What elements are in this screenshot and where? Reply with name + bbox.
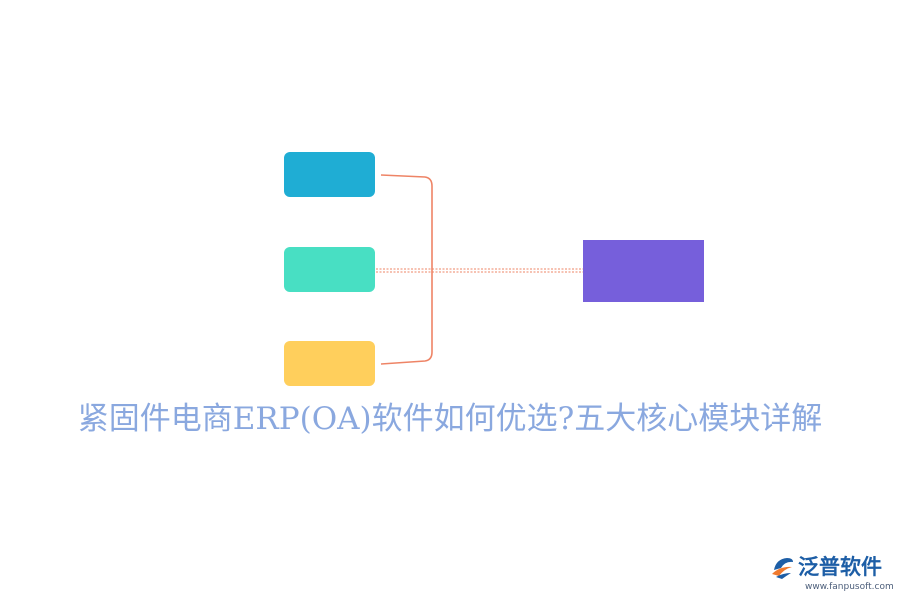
page-title: 紧固件电商ERP(OA)软件如何优选?五大核心模块详解 [77,401,823,437]
node-teal [284,247,375,292]
fanpu-logo-icon [772,558,793,579]
brand-logo: 泛普软件 www.fanpusoft.com [770,552,895,594]
bracket-connector [380,174,433,365]
node-yellow [284,341,375,386]
node-blue [284,152,375,197]
logo-name: 泛普软件 [798,555,882,579]
logo-url: www.fanpusoft.com [805,582,894,592]
node-purple [583,240,704,302]
